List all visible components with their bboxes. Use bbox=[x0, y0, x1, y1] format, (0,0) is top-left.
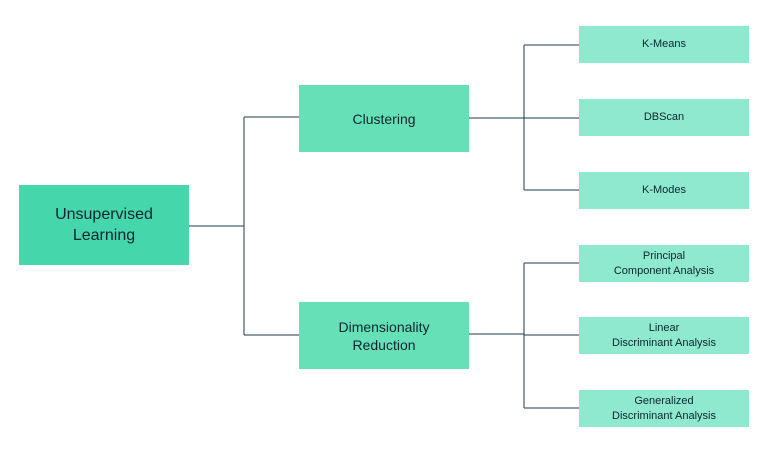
node-clustering: Clustering bbox=[299, 85, 469, 152]
node-label: K-Means bbox=[641, 38, 687, 50]
node-label: Generalized Discriminant Analysis bbox=[612, 394, 716, 422]
node-generalized-discriminant-analysis: Generalized Discriminant Analysis bbox=[579, 390, 749, 427]
node-unsupervised-learning: Unsupervised Learning bbox=[19, 185, 189, 265]
node-dbscan: DBScan bbox=[579, 99, 749, 136]
node-label: Clustering bbox=[352, 110, 416, 127]
node-principal-component-analysis: Principal Component Analysis bbox=[579, 245, 749, 282]
node-label: DBScan bbox=[643, 111, 685, 123]
node-label: Linear Discriminant Analysis bbox=[612, 321, 716, 349]
node-dimensionality-reduction: Dimensionality Reduction bbox=[299, 302, 469, 369]
node-label: Unsupervised Learning bbox=[55, 206, 153, 244]
node-label: Principal Component Analysis bbox=[613, 249, 715, 277]
node-label: Dimensionality Reduction bbox=[338, 318, 430, 353]
node-linear-discriminant-analysis: Linear Discriminant Analysis bbox=[579, 317, 749, 354]
node-label: K-Modes bbox=[641, 184, 687, 196]
node-k-means: K-Means bbox=[579, 26, 749, 63]
node-k-modes: K-Modes bbox=[579, 172, 749, 209]
